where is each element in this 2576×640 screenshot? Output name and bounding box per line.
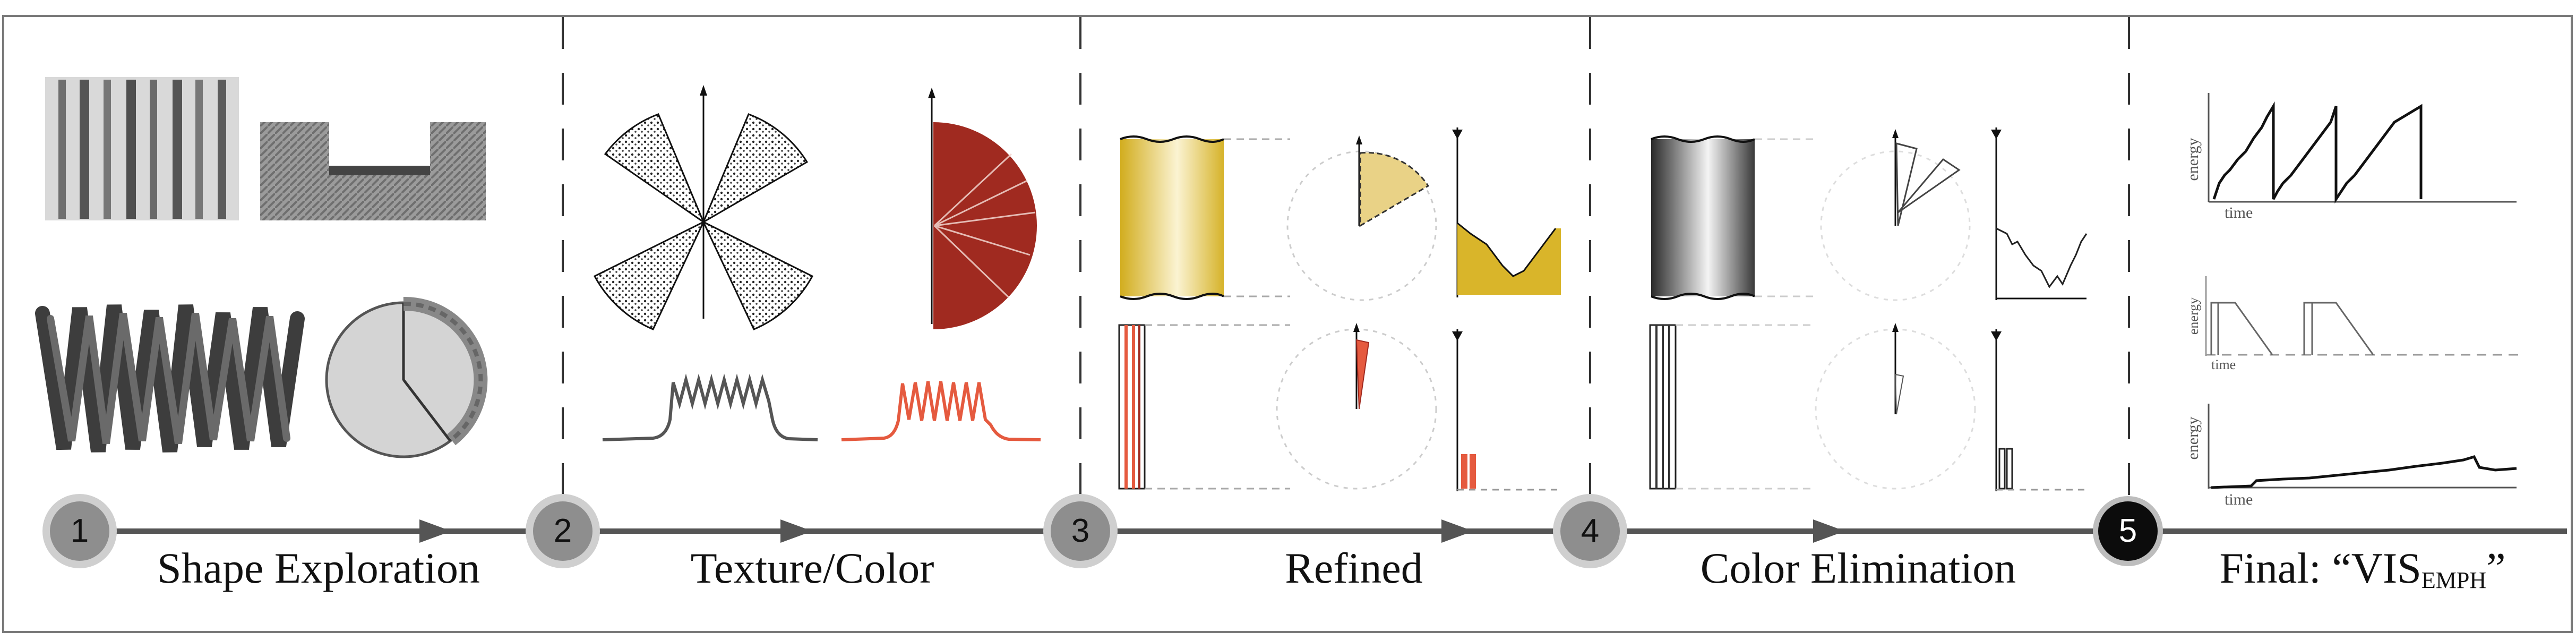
- stage-4-number: 4: [1560, 501, 1620, 561]
- stage3-refined: [1118, 127, 1561, 491]
- orange-oscillation-line: [841, 381, 1041, 441]
- final-chart-1-ylabel: energy: [2184, 138, 2202, 181]
- final-chart-2-xlabel: time: [2211, 357, 2236, 372]
- stage-5-label-suffix: ”: [2486, 544, 2506, 592]
- stage-3-number: 3: [1051, 501, 1110, 561]
- yellow-cylinder: [1120, 135, 1290, 300]
- stage-4-label: Color Elimination: [1700, 544, 2016, 592]
- stage2-texture: [593, 85, 1041, 441]
- timeline-arrow-4: [1813, 519, 1845, 543]
- stage-5-label-subscript: EMPH: [2421, 567, 2487, 593]
- grey-small-bars-chart: [1991, 329, 2086, 491]
- stage-5-label: Final: “VISEMPH”: [2177, 531, 2548, 605]
- sketch-hatched-block: [260, 122, 486, 220]
- stage-1-number: 1: [50, 501, 109, 561]
- final-chart-1-xlabel: time: [2225, 204, 2253, 221]
- final-chart-3-xlabel: time: [2225, 491, 2253, 508]
- stage5-final-charts: energy time energy time energy time: [2184, 93, 2519, 508]
- final-chart-sawtooth: energy time: [2184, 93, 2517, 221]
- timeline-arrow-1: [419, 519, 451, 543]
- final-chart-rising-line: energy time: [2184, 404, 2517, 508]
- red-stripes-bar: [1118, 324, 1290, 490]
- stage4-grey: [1649, 127, 2088, 491]
- section-dividers: [562, 17, 2130, 526]
- stage-1-label: Shape Exploration: [157, 544, 480, 592]
- stage-2-number: 2: [533, 501, 593, 561]
- final-chart-3-ylabel: energy: [2184, 416, 2202, 459]
- stage-5-label-prefix: Final: “VIS: [2219, 544, 2422, 592]
- grey-wedge-chart: [1820, 129, 1971, 301]
- grey-cylinder: [1651, 135, 1816, 300]
- dotted-rose-chart: [593, 85, 814, 330]
- red-half-circle-chart: [928, 88, 1037, 329]
- sketch-scribble: [35, 304, 305, 453]
- final-chart-2-ylabel: energy: [2186, 297, 2201, 335]
- red-small-bars-chart: [1452, 329, 1561, 491]
- red-narrow-wedge-chart: [1276, 323, 1437, 490]
- timeline-arrow-3: [1441, 519, 1473, 543]
- sketch-vertical-stripes: [45, 77, 239, 220]
- outer-frame: [2, 15, 2573, 633]
- grey-v-line-chart: [1991, 127, 2088, 300]
- grey-stripes-bar: [1649, 324, 1816, 490]
- grey-narrow-wedge-chart: [1815, 323, 1976, 490]
- stage-2-label: Texture/Color: [690, 544, 934, 592]
- timeline-arrow-2: [780, 519, 812, 543]
- final-chart-trapezoid: energy time: [2186, 276, 2519, 372]
- stage-5-number: 5: [2098, 501, 2158, 561]
- sketch-circle: [325, 296, 488, 458]
- grey-oscillation-line: [602, 373, 818, 441]
- stage1-sketches: [35, 77, 488, 458]
- yellow-wedge-chart: [1286, 135, 1437, 301]
- yellow-v-chart: [1452, 127, 1561, 297]
- stage-3-label: Refined: [1285, 544, 1423, 592]
